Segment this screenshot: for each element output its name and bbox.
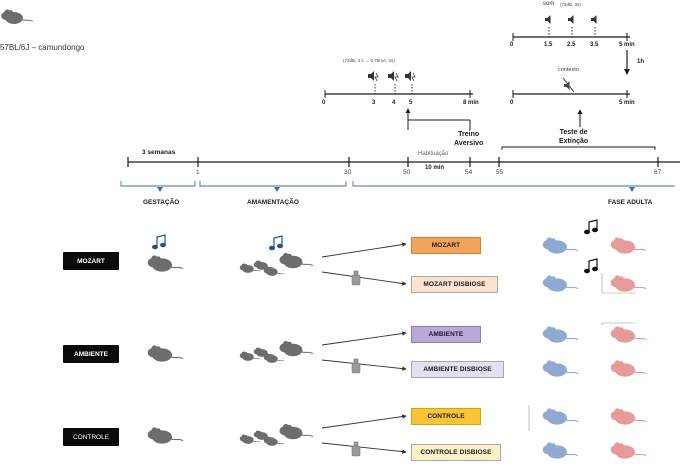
ext-bottom-tick-0: 0 [510, 100, 514, 106]
music-note-icon [584, 219, 598, 235]
sound-params: (72dB, 3s) [560, 2, 581, 7]
training-panel [324, 71, 473, 98]
phase-gestation: GESTAÇÃO [143, 199, 180, 206]
subgroup-box-controle: CONTROLE [411, 408, 481, 425]
context-label: contexto [558, 67, 579, 73]
speaker-icon [545, 15, 551, 24]
timeline-tick-30: 30 [344, 169, 352, 176]
phase-adult: FASE ADULTA [608, 199, 653, 206]
mouse-frame-lines [528, 273, 636, 431]
training-tick-5: 5 [409, 100, 413, 106]
speaker-shock-icon [405, 71, 416, 82]
training-tick-3: 3 [372, 100, 376, 106]
training-label: Treino Aversivo [454, 131, 484, 147]
antibiotic-bottle-icon [351, 441, 361, 457]
music-note-icon [152, 234, 166, 250]
subgroup-box-mozart-dysbiosis: MOZART DISBIOSE [411, 276, 498, 293]
ext-tick-3-5: 3.5 [590, 42, 599, 48]
speaker-icon [591, 15, 597, 24]
assignment-arrows [321, 242, 407, 454]
main-timeline [120, 146, 680, 192]
subgroup-box-controle-dysbiosis: CONTROLE DISBIOSE [411, 444, 501, 461]
phase-nursing: AMAMENTAÇÃO [247, 199, 299, 206]
music-note-icon [269, 235, 283, 251]
ext-tick-1-5: 1.5 [544, 42, 553, 48]
ext-bottom-tick-5: 5 min [619, 100, 635, 106]
group-label-ambiente: AMBIENTE [63, 345, 119, 363]
weeks-label: 3 semanas [142, 149, 176, 156]
group-label-controle: CONTROLE [63, 428, 119, 446]
subgroup-box-ambiente: AMBIENTE [411, 326, 481, 343]
speaker-shock-icon [388, 71, 399, 82]
ext-tick-5: 5 min [619, 42, 635, 48]
group-mice [147, 255, 184, 444]
strain-label: 57BL/6J – camundongo [0, 43, 85, 52]
muted-speaker-icon [562, 77, 575, 93]
speaker-shock-icon [368, 71, 379, 82]
music-note-icon [584, 258, 598, 274]
timeline-tick-1: 1 [196, 169, 200, 176]
habituation-label: Habituação [418, 151, 449, 157]
subgroup-box-ambiente-dysbiosis: AMBIENTE DISBIOSE [411, 361, 504, 378]
ext-tick-0: 0 [510, 42, 514, 48]
speaker-icon [568, 15, 574, 24]
timeline-tick-55: 55 [496, 169, 504, 176]
antibiotic-bottle-icon [351, 270, 361, 286]
extinction-label: Teste de Extinção [559, 129, 589, 145]
timeline-tick-50: 50 [403, 169, 411, 176]
habituation-duration: 10 min [425, 165, 445, 171]
training-tick-8: 8 min [463, 100, 479, 106]
header-mouse-icon [1, 9, 34, 25]
timeline-tick-54: 54 [465, 169, 473, 176]
group-label-mozart: MOZART [63, 252, 119, 270]
training-tick-4: 4 [392, 100, 396, 106]
extinction-panel [512, 15, 630, 98]
ext-tick-2-5: 2.5 [567, 42, 576, 48]
antibiotic-bottle-icon [351, 358, 361, 374]
sound-label: som [543, 1, 555, 7]
training-tick-0: 0 [322, 100, 326, 106]
adult-mice-red [610, 237, 647, 459]
subgroup-box-mozart: MOZART [411, 237, 481, 254]
interval-label: 1h [637, 59, 645, 65]
litter-mice [239, 252, 314, 446]
adult-mice-blue [542, 237, 579, 459]
training-params: (72dB, 3 s → 0,75mA, 2s) [343, 58, 395, 63]
timeline-tick-67: 67 [654, 169, 662, 176]
